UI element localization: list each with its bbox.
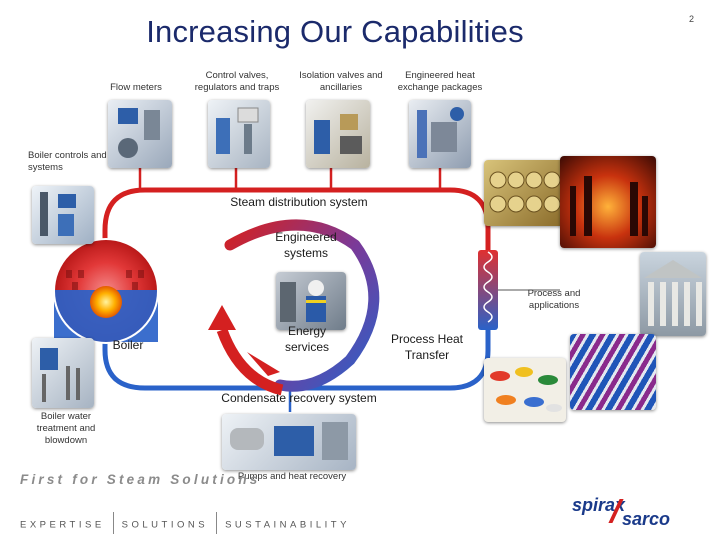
boiler-controls-photo [32,186,94,244]
footer-values: EXPERTISE SOLUTIONS SUSTAINABILITY [20,514,350,536]
heat-exchange-label: Engineered heat exchange packages [388,70,492,94]
spirax-sarco-logo: spirax sarco [572,495,702,531]
pumps-photo [222,414,356,470]
footer-solutions: SOLUTIONS [122,520,208,531]
control-valves-label: Control valves, regulators and traps [184,70,290,94]
boiler-graphic [54,239,158,343]
flow-meters-label: Flow meters [96,82,176,94]
isolation-valves-photo [306,100,370,168]
isolation-valves-label: Isolation valves and ancillaries [296,70,386,94]
boiler-label: Boiler [100,337,156,353]
footer-sustainability: SUSTAINABILITY [225,520,350,531]
pills-photo [484,358,566,422]
building-photo [640,252,706,336]
engineered-systems-label: Engineered systems [256,229,356,261]
boiler-water-label: Boiler water treatment and blowdown [24,411,108,447]
control-valves-photo [208,100,270,168]
engineer-photo [276,272,346,330]
textile-photo [570,334,656,410]
condensate-recovery-label: Condensate recovery system [196,390,402,406]
steam-distribution-label: Steam distribution system [196,194,402,210]
boiler-water-photo [32,338,94,408]
process-food-photo [484,160,564,226]
energy-services-label: Energy services [270,323,344,355]
logo-word-sarco: sarco [622,509,670,530]
process-applications-label: Process and applications [514,288,594,312]
tagline: First for Steam Solutions [20,472,261,487]
arc-arrowhead [208,305,236,330]
boiler-controls-label: Boiler controls and systems [28,150,110,174]
process-heat-label: Process Heat Transfer [380,331,474,363]
flow-meters-photo [108,100,172,168]
footer-expertise: EXPERTISE [20,520,105,531]
refinery-night-photo [560,156,656,248]
heat-exchange-photo [409,100,471,168]
